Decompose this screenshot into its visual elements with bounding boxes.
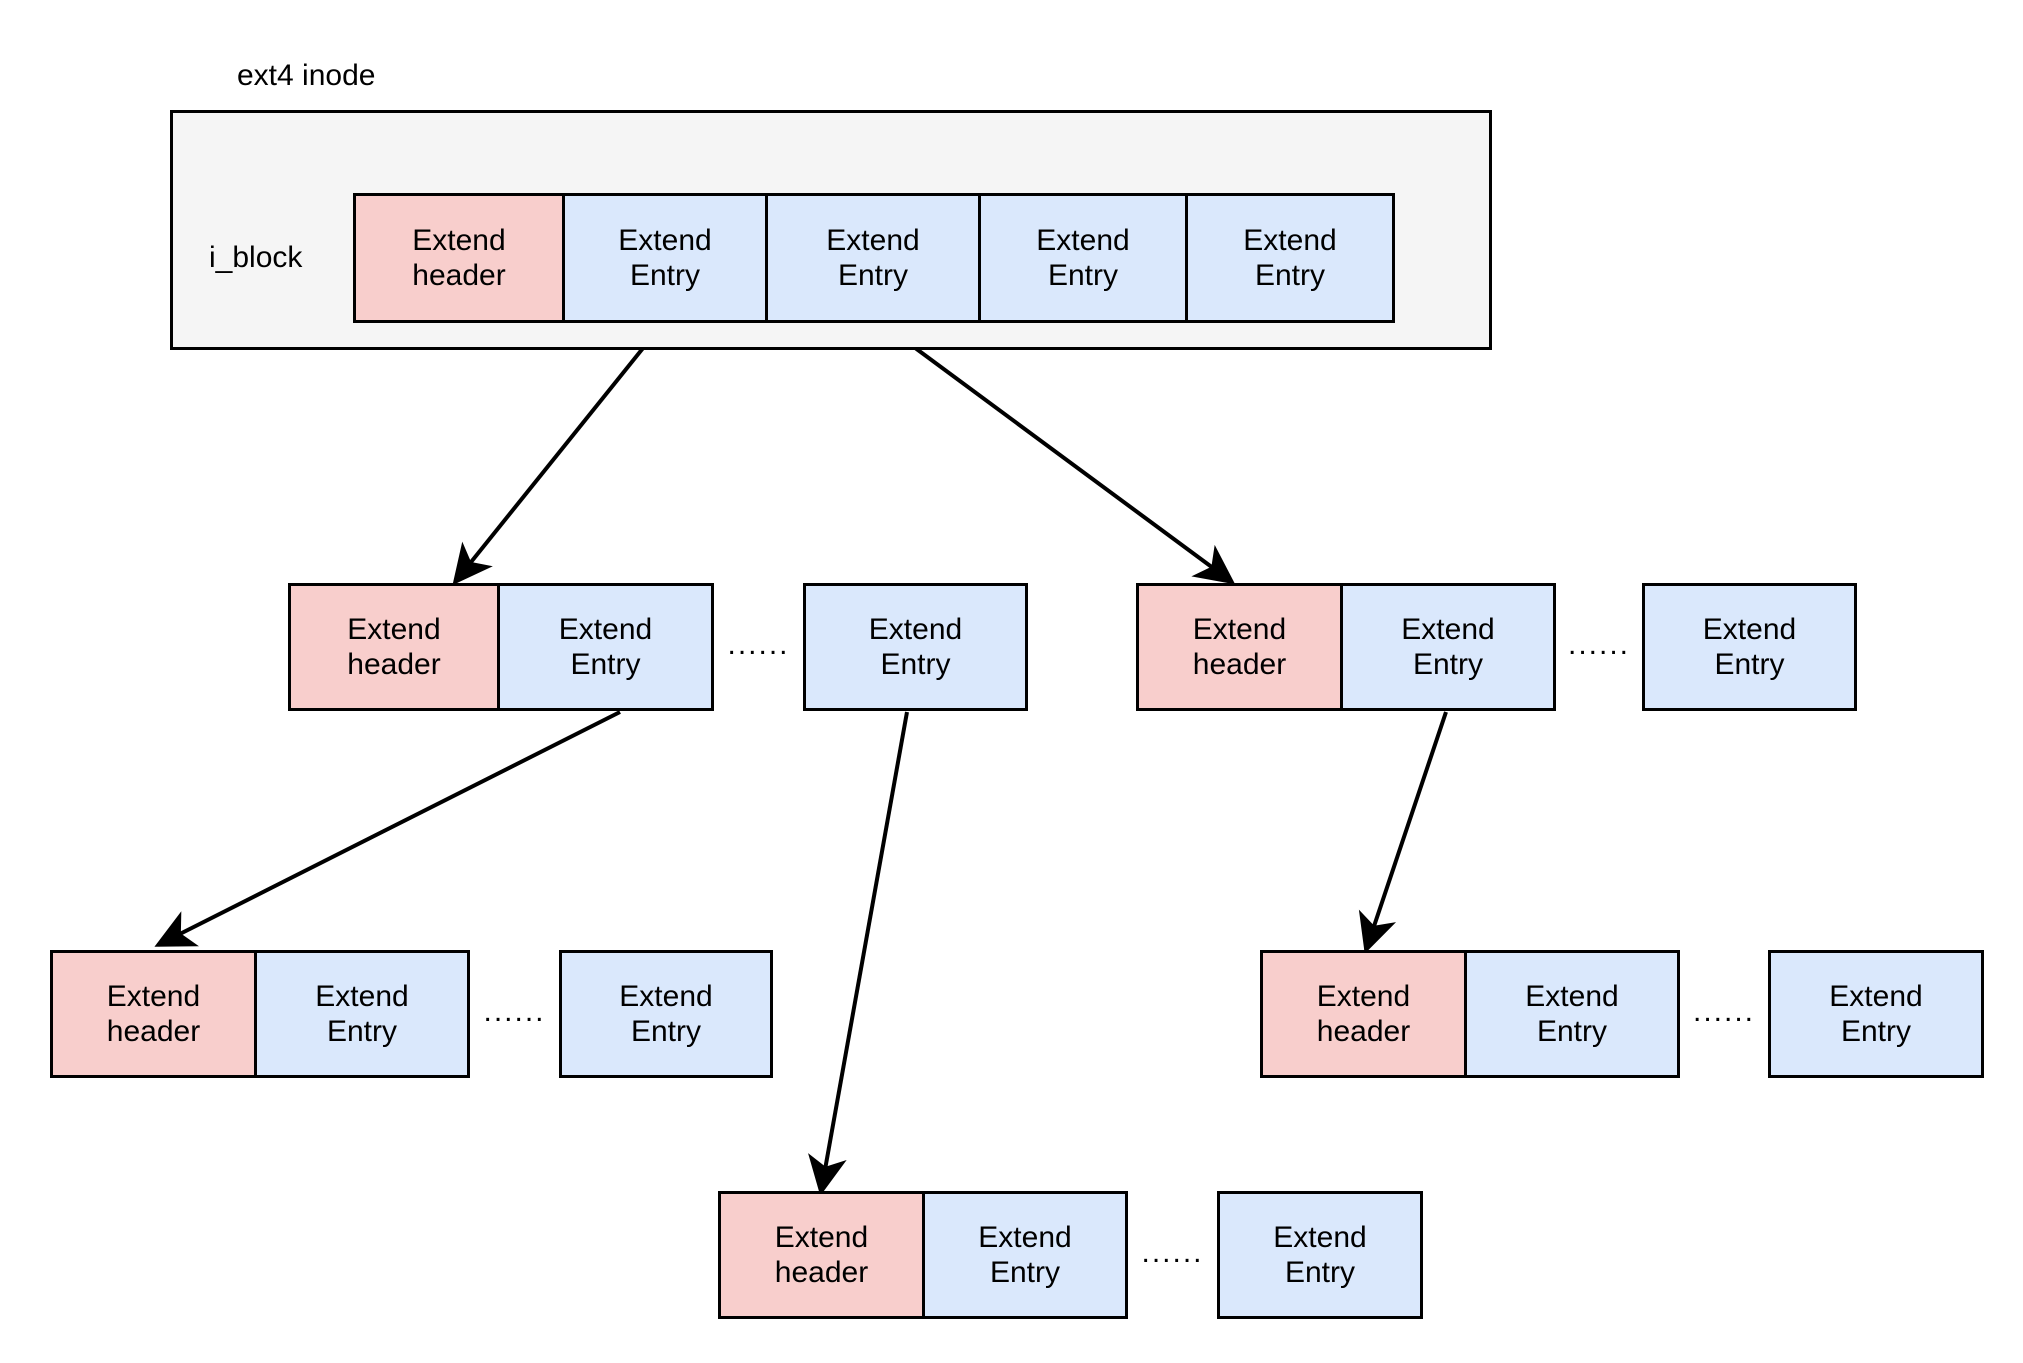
arrow-level2mid-to-level4center <box>808 711 909 1196</box>
extend-entry-cell[interactable]: Extend Entry <box>765 193 981 323</box>
extend-entry-cell[interactable]: Extend Entry <box>1217 1191 1423 1319</box>
extend-header-cell[interactable]: Extend header <box>718 1191 925 1319</box>
extend-entry-cell[interactable]: Extend Entry <box>559 950 773 1078</box>
level3-node-right: Extend header Extend Entry ...... Extend… <box>1260 950 1984 1078</box>
extend-entry-cell[interactable]: Extend Entry <box>1464 950 1680 1078</box>
extend-entry-cell[interactable]: Extend Entry <box>978 193 1188 323</box>
extend-header-cell[interactable]: Extend header <box>353 193 565 323</box>
ellipsis-separator: ...... <box>1556 583 1642 711</box>
extend-header-cell[interactable]: Extend header <box>1136 583 1343 711</box>
extend-entry-cell[interactable]: Extend Entry <box>1340 583 1556 711</box>
extend-entry-cell[interactable]: Extend Entry <box>497 583 714 711</box>
extend-header-cell[interactable]: Extend header <box>288 583 500 711</box>
ellipsis-dots: ...... <box>727 628 790 661</box>
ellipsis-separator: ...... <box>470 950 559 1078</box>
extend-entry-cell[interactable]: Extend Entry <box>1642 583 1857 711</box>
ellipsis-dots: ...... <box>1567 628 1630 661</box>
ellipsis-dots: ...... <box>1141 1236 1204 1269</box>
extend-entry-cell[interactable]: Extend Entry <box>1185 193 1395 323</box>
extend-entry-cell[interactable]: Extend Entry <box>254 950 470 1078</box>
i-block-label: i_block <box>209 241 303 274</box>
level2-node-right: Extend header Extend Entry ...... Extend… <box>1136 583 1857 711</box>
ellipsis-separator: ...... <box>1680 950 1768 1078</box>
extend-entry-cell[interactable]: Extend Entry <box>562 193 768 323</box>
extend-header-cell[interactable]: Extend header <box>50 950 257 1078</box>
arrow-root-to-level2-left <box>452 320 666 586</box>
arrow-level2right-to-level3right <box>1358 711 1448 954</box>
ellipsis-dots: ...... <box>1692 995 1755 1028</box>
extend-entry-cell[interactable]: Extend Entry <box>922 1191 1128 1319</box>
page-title: ext4 inode <box>237 59 376 92</box>
extend-entry-cell[interactable]: Extend Entry <box>803 583 1028 711</box>
ellipsis-separator: ...... <box>714 583 803 711</box>
extend-entry-cell[interactable]: Extend Entry <box>1768 950 1984 1078</box>
level2-node-left: Extend header Extend Entry ...... Extend… <box>288 583 1028 711</box>
inode-root-row: Extend header Extend Entry Extend Entry … <box>353 193 1395 323</box>
level4-node-center: Extend header Extend Entry ...... Extend… <box>718 1191 1423 1319</box>
extend-header-cell[interactable]: Extend header <box>1260 950 1467 1078</box>
ellipsis-dots: ...... <box>483 995 546 1028</box>
arrow-root-to-level2-right <box>878 320 1236 585</box>
arrow-level2left-to-level3left <box>154 710 621 947</box>
ellipsis-separator: ...... <box>1128 1191 1217 1319</box>
level3-node-left: Extend header Extend Entry ...... Extend… <box>50 950 773 1078</box>
